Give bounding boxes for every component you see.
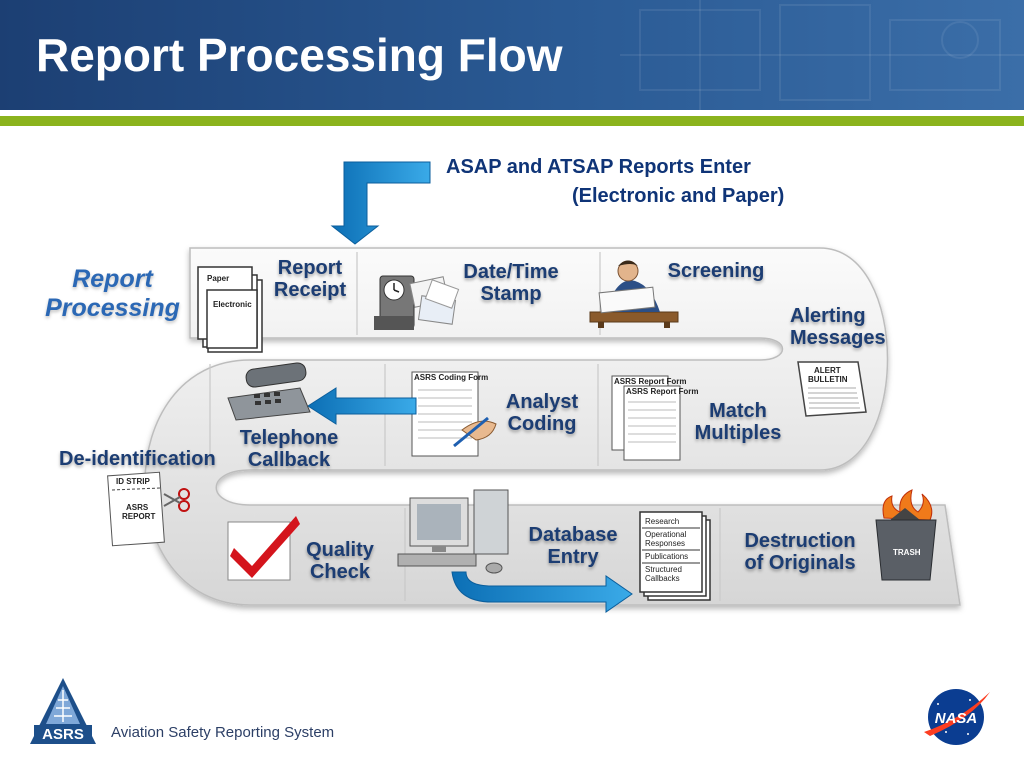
step-label-line: Analyst <box>505 391 579 413</box>
step-label-line: Match <box>709 400 767 422</box>
output-item: Research <box>645 517 679 526</box>
step-label-line: Stamp <box>480 283 542 305</box>
step-label-line: of Originals <box>744 552 856 574</box>
nasa-logo-text: NASA <box>935 710 978 727</box>
step-report-receipt: Report Receipt <box>266 257 354 301</box>
telephone-icon <box>227 362 311 421</box>
id-strip-report-icon: ID STRIP ASRS REPORT <box>107 471 190 547</box>
entry-arrow-icon <box>330 161 431 245</box>
step-quality-check: Quality Check <box>296 539 384 583</box>
step-label-line: Check <box>309 561 371 583</box>
step-label-line: Report <box>277 257 343 279</box>
id-strip-label: ID STRIP <box>116 477 150 486</box>
output-item: Callbacks <box>645 574 680 583</box>
step-alerting-messages: Alerting Messages <box>790 305 900 349</box>
step-label-line: Quality <box>306 539 374 561</box>
coding-form-icon: ASRS Coding Form <box>411 371 497 457</box>
paper-label: Paper <box>207 274 229 283</box>
step-label-line: Date/Time <box>463 261 559 283</box>
entry-note-line1: ASAP and ATSAP Reports Enter <box>446 156 751 178</box>
report-label: REPORT <box>122 512 155 521</box>
quality-checkmark-icon <box>227 516 300 581</box>
output-item: Publications <box>645 552 688 561</box>
step-telephone-callback: Telephone Callback <box>228 427 350 471</box>
report-processing-line1: Report <box>72 265 153 293</box>
step-label-line: Multiples <box>694 422 782 444</box>
computer-icon <box>397 489 509 574</box>
screening-reader-icon <box>589 260 679 328</box>
trash-label: TRASH <box>893 548 921 557</box>
organization-name: Aviation Safety Reporting System <box>111 724 335 741</box>
banner-background-art <box>620 0 1024 110</box>
output-item: Structured <box>645 565 682 574</box>
entry-note: ASAP and ATSAP Reports Enter (Electronic… <box>446 153 846 211</box>
report-form-label-1: ASRS Report Form <box>614 377 686 386</box>
scissors-icon <box>163 488 190 512</box>
report-form-stack-icon: ASRS Report Form ASRS Report Form <box>611 375 698 461</box>
output-item: Operational <box>645 530 687 539</box>
time-stamp-clock-icon <box>374 275 460 330</box>
step-screening: Screening <box>656 260 776 282</box>
asrs-label: ASRS <box>126 503 149 512</box>
step-label-line: Destruction <box>744 530 856 552</box>
serpentine-track <box>144 247 961 606</box>
asrs-logo-text: ASRS <box>42 726 84 743</box>
output-item: Responses <box>645 539 685 548</box>
coding-form-label: ASRS Coding Form <box>414 373 488 382</box>
page-title: Report Processing Flow <box>36 29 563 81</box>
step-database-entry: Database Entry <box>516 524 630 568</box>
report-processing-label: Report Processing <box>40 265 185 323</box>
report-form-label-2: ASRS Report Form <box>626 387 698 396</box>
report-processing-line2: Processing <box>45 294 180 322</box>
step-label-line: Callback <box>247 449 331 471</box>
step-label-line: Entry <box>547 546 599 568</box>
step-date-time-stamp: Date/Time Stamp <box>452 261 570 305</box>
step-match-multiples: Match Multiples <box>686 400 790 444</box>
alert-bulletin-icon: ALERT BULLETIN <box>797 361 867 417</box>
output-documents-stack-icon: Research Operational Responses Publicati… <box>639 511 711 601</box>
header-divider-green <box>0 116 1024 126</box>
title-banner: Report Processing Flow <box>0 0 1024 110</box>
step-label-line: Receipt <box>273 279 347 301</box>
entry-note-line2: (Electronic and Paper) <box>572 185 785 207</box>
step-label-line: Database <box>528 524 618 546</box>
nasa-logo: NASA <box>924 689 990 745</box>
step-de-identification: De-identification <box>59 448 221 470</box>
bulletin-label: BULLETIN <box>808 375 848 384</box>
step-label-line: Screening <box>667 260 765 282</box>
flow-arrow-right-icon <box>451 571 633 613</box>
alert-label: ALERT <box>814 366 841 375</box>
step-label-line: Coding <box>507 413 577 435</box>
electronic-label: Electronic <box>213 300 252 309</box>
trash-fire-icon: TRASH <box>875 489 937 581</box>
flow-arrow-left-icon <box>307 387 417 425</box>
step-destruction-of-originals: Destruction of Originals <box>730 530 870 574</box>
step-label-line: Messages <box>790 327 886 349</box>
step-label-line: Alerting <box>790 305 866 327</box>
step-label-line: De-identification <box>59 448 216 470</box>
header-divider-white <box>0 110 1024 116</box>
step-label-line: Telephone <box>239 427 339 449</box>
asrs-logo: ASRS <box>30 678 96 744</box>
paper-electronic-stack-icon: Paper Electronic <box>197 266 263 353</box>
step-analyst-coding: Analyst Coding <box>496 391 588 435</box>
